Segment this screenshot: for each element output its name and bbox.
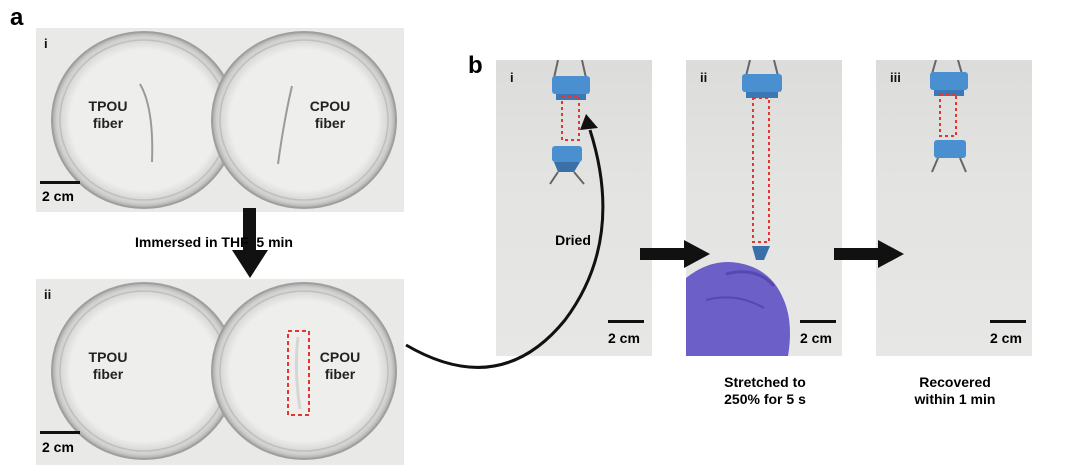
- photo-a-ii: ii TPOU fiber CPOU fiber 2 cm: [36, 279, 404, 465]
- photo-a-i: i TPOU fiber CPOU fiber 2 cm: [36, 28, 404, 212]
- petri-dishes-before: [51, 31, 397, 209]
- scale-bar-a-i: [40, 181, 80, 184]
- panel-a-label: a: [10, 4, 24, 31]
- bottom-clip: [552, 146, 582, 162]
- subpanel-label-b-ii: ii: [700, 70, 708, 85]
- caption-recovered: Recovered within 1 min: [914, 374, 996, 407]
- top-clip-iii: [930, 72, 968, 90]
- scale-bar-a-ii: [40, 431, 80, 434]
- petri-dishes-after: [51, 282, 397, 460]
- photo-b-ii: ii 2 cm: [686, 60, 842, 356]
- label-tpou-fiber-ii: TPOU fiber: [88, 349, 128, 382]
- caption-stretched: Stretched to 250% for 5 s: [724, 374, 806, 407]
- scale-bar-label-b-iii: 2 cm: [990, 330, 1022, 346]
- subpanel-label-a-ii: ii: [44, 287, 52, 302]
- cpou-fiber: [277, 85, 293, 165]
- subpanel-label-b-iii: iii: [890, 70, 901, 85]
- scale-bar-b-ii: [800, 320, 836, 323]
- highlight-box-cpou: [287, 330, 310, 416]
- highlight-box-b-iii: [939, 93, 957, 137]
- subpanel-label-b-i: i: [510, 70, 514, 85]
- scale-bar-label-b-i: 2 cm: [608, 330, 640, 346]
- purple-glove: [686, 262, 790, 356]
- label-cpou-fiber: CPOU fiber: [309, 98, 351, 131]
- petri-dish-right: [211, 31, 397, 209]
- right-arrow-1: [640, 240, 710, 268]
- scale-bar-b-i: [608, 320, 644, 323]
- scale-bar-b-iii: [990, 320, 1026, 323]
- label-tpou-fiber: TPOU fiber: [88, 98, 128, 131]
- top-clip: [552, 76, 590, 94]
- bottom-clip-iii: [934, 140, 966, 158]
- panel-b-label: b: [468, 52, 483, 79]
- label-cpou-fiber-ii: CPOU fiber: [319, 349, 361, 382]
- dried-text: Dried: [555, 232, 591, 248]
- clip-assembly-ii: [686, 60, 790, 356]
- scale-bar-label-a-i: 2 cm: [42, 188, 74, 204]
- tpou-fiber: [139, 83, 154, 163]
- right-arrow-2: [834, 240, 904, 268]
- down-arrow: [232, 208, 268, 278]
- photo-b-iii: iii 2 cm: [876, 60, 1032, 356]
- clip-assembly-iii: [930, 60, 968, 173]
- scale-bar-label-b-ii: 2 cm: [800, 330, 832, 346]
- highlight-box-b-ii: [752, 97, 770, 243]
- top-clip-ii: [742, 74, 782, 92]
- scale-bar-label-a-ii: 2 cm: [42, 439, 74, 455]
- highlight-box-b-i: [561, 95, 580, 141]
- subpanel-label-a-i: i: [44, 36, 48, 51]
- clip-assembly-i: [549, 60, 590, 185]
- immersed-text: Immersed in THF 5 min: [135, 234, 293, 250]
- curved-arrow: [405, 114, 605, 369]
